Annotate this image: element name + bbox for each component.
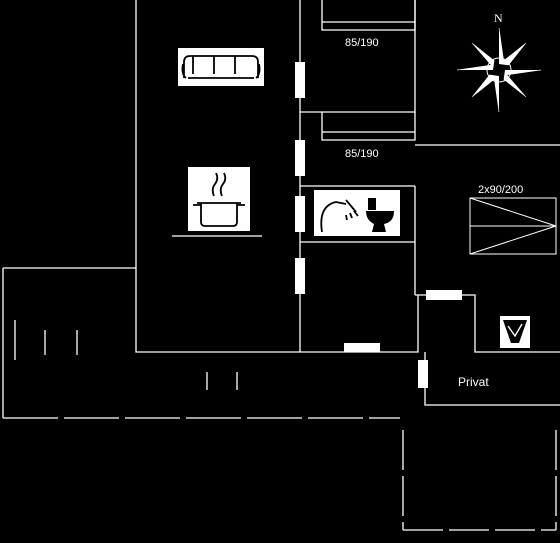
door-living-bedroom1: [295, 62, 305, 98]
bed-size-label-3: 2x90/200: [478, 184, 523, 196]
privat-label: Privat: [458, 375, 489, 389]
cooking-pot-icon: [172, 167, 262, 237]
walls: [2, 0, 560, 531]
bed-size-label-1: 85/190: [345, 37, 379, 49]
bed-size-label-2: 85/190: [345, 148, 379, 160]
compass-north-label: N: [494, 11, 503, 25]
door-entrance: [344, 343, 380, 352]
doors: [295, 62, 462, 388]
toilet-icon: [366, 198, 394, 232]
door-living-bedroom2: [295, 140, 305, 176]
door-hall: [295, 258, 305, 294]
double-bed-icon: [469, 197, 557, 255]
door-bedroom3: [426, 290, 462, 300]
bathroom-fixtures: [314, 190, 400, 236]
compass-rose: N: [456, 11, 542, 113]
shower-icon: [320, 199, 359, 233]
sofa-icon: [178, 48, 264, 86]
door-privat: [418, 360, 428, 388]
washbasin-icon: [500, 316, 530, 348]
door-kitchen-bath: [295, 196, 305, 232]
